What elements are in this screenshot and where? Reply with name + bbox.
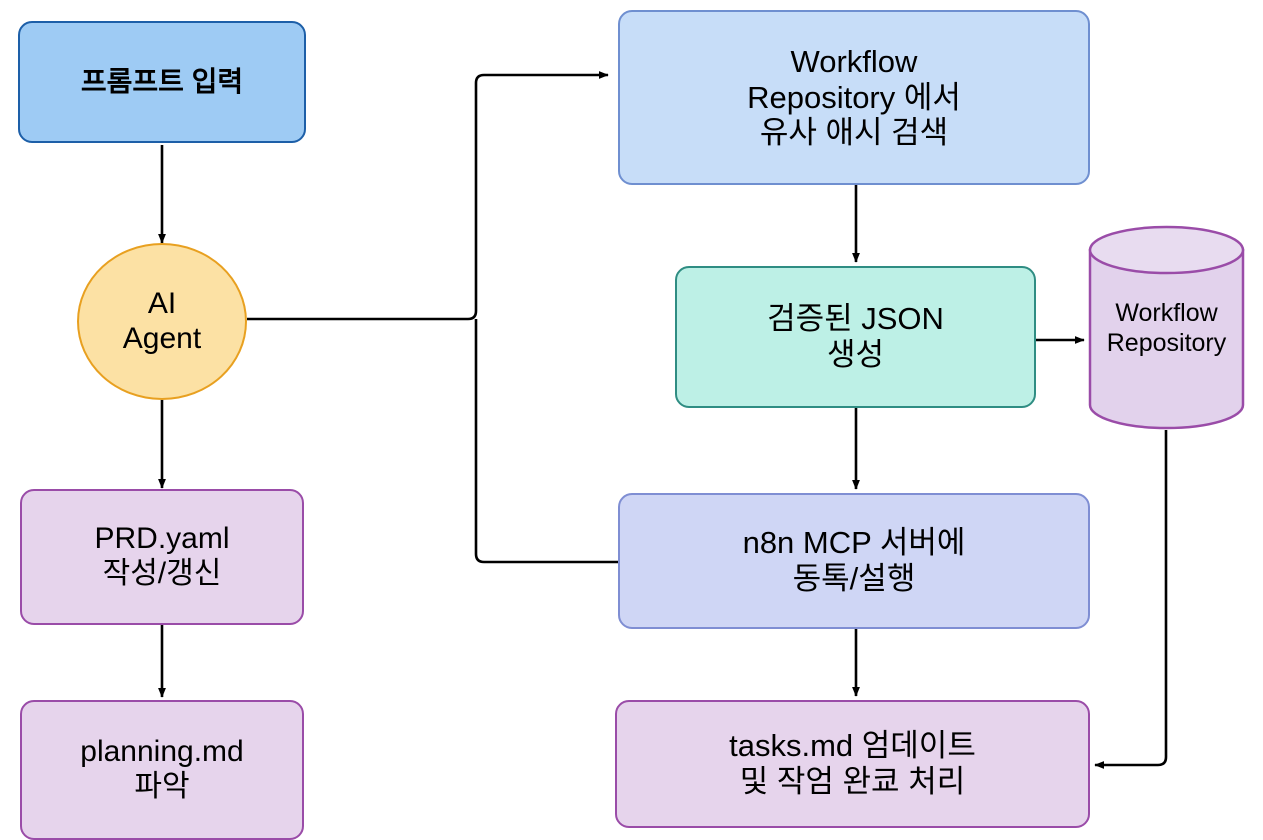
node-workflow-repository-db-label: Workflow Repository bbox=[1106, 298, 1227, 357]
node-ai-agent-label: AI Agent bbox=[122, 286, 202, 355]
edge-agent-to-n8n bbox=[474, 319, 618, 564]
node-ai-agent[interactable]: AI Agent bbox=[77, 243, 247, 400]
node-json-generate[interactable]: 검증된 JSON 생성 bbox=[675, 266, 1036, 408]
node-prd-yaml[interactable]: PRD.yaml 작성/갱신 bbox=[20, 489, 304, 625]
node-tasks-md[interactable]: tasks.md 엄데이트 및 작엄 완쿄 처리 bbox=[615, 700, 1090, 828]
node-n8n-mcp[interactable]: n8n MCP 서버에 동톡/설행 bbox=[618, 493, 1090, 629]
node-prompt-input-label: 프롬프트 입력 bbox=[80, 65, 244, 97]
node-n8n-mcp-label: n8n MCP 서버에 동톡/설행 bbox=[742, 525, 966, 596]
node-prompt-input[interactable]: 프롬프트 입력 bbox=[18, 21, 306, 143]
node-workflow-search-label: Workflow Repository 에서 유사 애시 검색 bbox=[747, 43, 961, 151]
node-tasks-md-label: tasks.md 엄데이트 및 작엄 완쿄 처리 bbox=[729, 728, 976, 799]
node-prd-yaml-label: PRD.yaml 작성/갱신 bbox=[94, 522, 230, 590]
node-workflow-repository-db[interactable]: Workflow Repository bbox=[1088, 225, 1245, 430]
cylinder-shape bbox=[1088, 225, 1245, 430]
node-planning-md-label: planning.md 파악 bbox=[80, 735, 244, 803]
edge-repository-to-tasks bbox=[1094, 430, 1168, 769]
node-workflow-search[interactable]: Workflow Repository 에서 유사 애시 검색 bbox=[618, 10, 1090, 185]
node-planning-md[interactable]: planning.md 파악 bbox=[20, 700, 304, 840]
node-json-generate-label: 검증된 JSON 생성 bbox=[767, 301, 944, 372]
